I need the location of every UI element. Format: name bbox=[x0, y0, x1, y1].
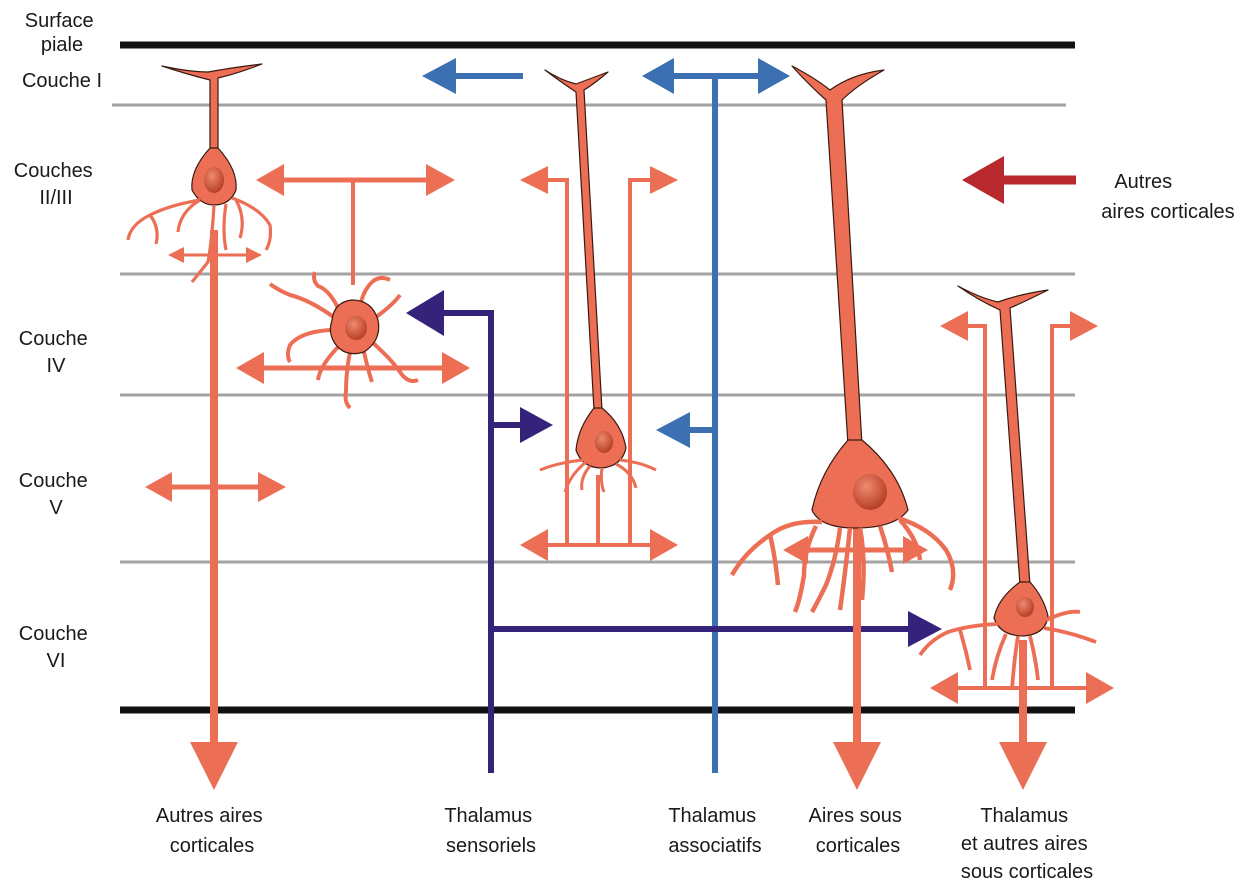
neuron-layer5-pyramidal bbox=[540, 70, 656, 492]
sensory-arrowhead-l6 bbox=[908, 611, 942, 647]
n1-local-right-head bbox=[246, 247, 262, 263]
assoc-arrowhead-l5 bbox=[656, 412, 690, 448]
n3-left-collateral bbox=[545, 180, 567, 545]
n3-apical-dendrite bbox=[545, 70, 608, 410]
label-couches23-line2: II/III bbox=[39, 187, 72, 209]
n1-l5-right-head bbox=[258, 472, 286, 502]
n1-l5-left-head bbox=[145, 472, 172, 502]
sensory-arrowhead-l4 bbox=[406, 290, 444, 336]
stellate-l23-left-head bbox=[256, 164, 284, 196]
label-bottom-thal-sens-line1: Thalamus bbox=[444, 805, 532, 827]
n4-basal-dendrites bbox=[732, 518, 953, 612]
label-autres-aires-right: Autres aires corticales bbox=[1101, 171, 1234, 223]
neuron-layer6-pyramidal bbox=[920, 286, 1096, 690]
label-bottom-autres-aires-line2: corticales bbox=[170, 835, 254, 857]
assoc-arrowhead-far-left-l1 bbox=[422, 58, 456, 94]
n3-bottom-left-head bbox=[520, 529, 548, 561]
label-surface: Surface piale bbox=[25, 10, 100, 56]
label-couche6-line2: VI bbox=[47, 650, 66, 672]
label-bottom-thalamus-autres: Thalamus et autres aires sous corticales bbox=[961, 805, 1093, 883]
n1-apical-dendrite bbox=[162, 64, 262, 150]
label-couche5-line2: V bbox=[49, 497, 63, 519]
cortical-input-arrow bbox=[962, 156, 1076, 204]
label-couche6: Couche VI bbox=[19, 623, 94, 672]
label-bottom-autres-aires: Autres aires corticales bbox=[156, 805, 268, 857]
label-couches23-line1: Couches bbox=[14, 160, 93, 182]
n3-bottom-right-head bbox=[650, 529, 678, 561]
label-couches23: Couches II/III bbox=[14, 160, 99, 209]
n1-nucleus bbox=[204, 167, 224, 193]
n5-nucleus bbox=[1016, 597, 1034, 617]
layer-labels: Surface piale Couche I Couches II/III Co… bbox=[14, 10, 102, 672]
label-couche6-line1: Couche bbox=[19, 623, 88, 645]
label-couche4-line2: IV bbox=[47, 355, 67, 377]
n5-bottom-right-head bbox=[1086, 672, 1114, 704]
stellate-l4-left-head bbox=[236, 352, 264, 384]
neurons bbox=[128, 64, 1096, 690]
stellate-l4-right-head bbox=[442, 352, 470, 384]
label-bottom-aires-sous-line2: corticales bbox=[816, 835, 900, 857]
n1-basal-dendrites bbox=[128, 198, 271, 282]
neuron-layer4-stellate bbox=[270, 272, 418, 408]
n5-bottom-left-head bbox=[930, 672, 958, 704]
pathway-labels: Autres aires corticales Autres aires cor… bbox=[156, 171, 1235, 883]
sensory-axon-main bbox=[442, 313, 491, 773]
label-autres-aires-right-line1: Autres bbox=[1114, 171, 1172, 193]
stellate-l23-right-head bbox=[426, 164, 455, 196]
label-bottom-autres-aires-line1: Autres aires bbox=[156, 805, 263, 827]
assoc-arrowhead-left-l1 bbox=[642, 58, 674, 94]
stellate-nucleus bbox=[345, 316, 367, 340]
n3-right-collateral bbox=[630, 180, 652, 545]
label-bottom-thal-assoc-line2: associatifs bbox=[668, 835, 761, 857]
label-couche4: Couche IV bbox=[19, 328, 94, 377]
n3-nucleus bbox=[595, 431, 613, 453]
label-bottom-thal-autres-line1: Thalamus bbox=[980, 805, 1068, 827]
neuron-layer5-large-pyramidal bbox=[732, 66, 953, 612]
n4-apical-dendrite bbox=[792, 66, 884, 445]
label-bottom-thal-sens-line2: sensoriels bbox=[446, 835, 536, 857]
n4-arrowhead-down bbox=[833, 742, 881, 790]
label-bottom-thal-assoc-line1: Thalamus bbox=[668, 805, 756, 827]
cortical-input-arrowhead bbox=[962, 156, 1004, 204]
label-bottom-thalamus-associatifs: Thalamus associatifs bbox=[668, 805, 761, 857]
n1-local-left-head bbox=[168, 247, 184, 263]
n3-top-left-head bbox=[520, 166, 548, 194]
n3-top-right-head bbox=[650, 166, 678, 194]
label-couche5-line1: Couche bbox=[19, 470, 88, 492]
n5-apical-dendrite bbox=[958, 286, 1048, 585]
label-bottom-aires-sous-corticales: Aires sous corticales bbox=[809, 805, 908, 857]
label-bottom-thalamus-sensoriels: Thalamus sensoriels bbox=[444, 805, 537, 857]
n4-nucleus bbox=[853, 474, 887, 510]
label-couche1: Couche I bbox=[22, 70, 102, 92]
label-couche5: Couche V bbox=[19, 470, 94, 519]
sensory-arrowhead-l5 bbox=[520, 407, 553, 443]
n5-top-left-head bbox=[940, 311, 968, 341]
n5-top-right-head bbox=[1070, 311, 1098, 341]
label-bottom-thal-autres-line3: sous corticales bbox=[961, 861, 1093, 883]
label-surface-line1: Surface bbox=[25, 10, 94, 32]
label-couche4-line1: Couche bbox=[19, 328, 88, 350]
n5-arrowhead-down bbox=[999, 742, 1047, 790]
n5-left-collateral bbox=[965, 326, 985, 688]
label-bottom-aires-sous-line1: Aires sous bbox=[809, 805, 902, 827]
label-bottom-thal-autres-line2: et autres aires bbox=[961, 833, 1088, 855]
n1-arrowhead-down bbox=[190, 742, 238, 790]
assoc-arrowhead-right-l1 bbox=[758, 58, 790, 94]
label-autres-aires-right-line2: aires corticales bbox=[1101, 201, 1234, 223]
label-surface-line2: piale bbox=[41, 34, 83, 56]
